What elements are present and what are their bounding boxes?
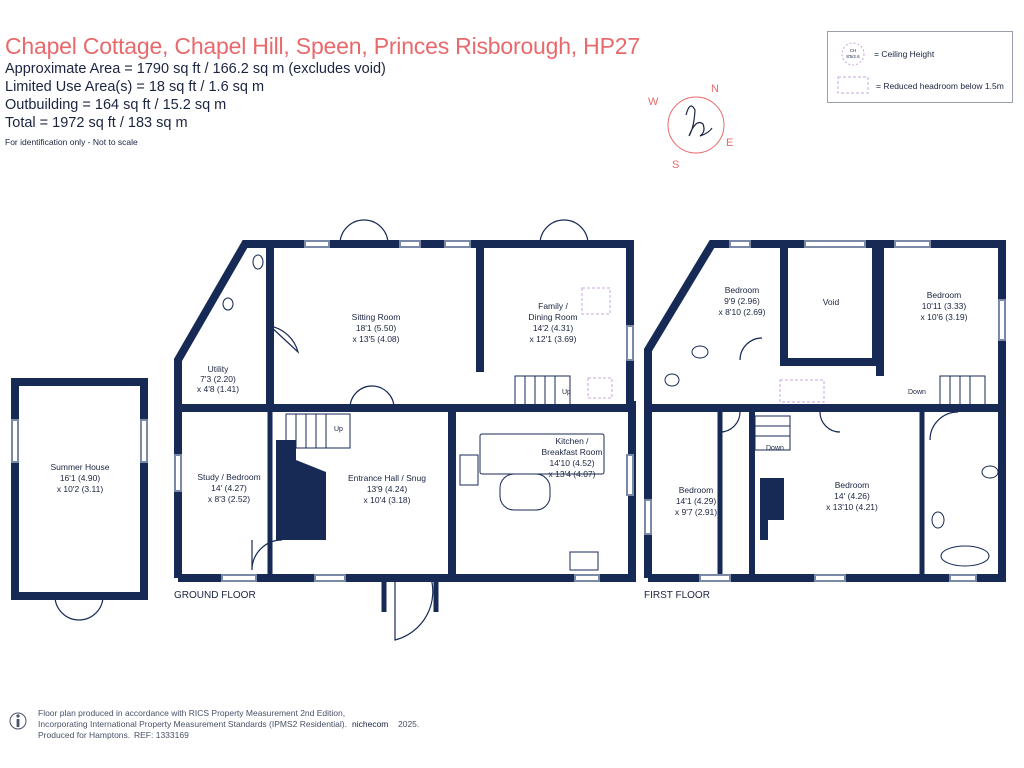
property-title: Chapel Cottage, Chapel Hill, Speen, Prin…: [5, 33, 640, 59]
stair-labels: Up Up Down Down: [334, 389, 926, 452]
legend-symbols: CH 8'5/2.6: [837, 42, 869, 94]
svg-text:Family /: Family /: [538, 301, 568, 311]
svg-text:Dining Room: Dining Room: [528, 312, 577, 322]
kitchen-label: Kitchen / Breakfast Room 14'10 (4.52) x …: [542, 436, 603, 479]
stair-up-hall: Up: [334, 426, 343, 433]
study-label: Study / Bedroom 14' (4.27) x 8'3 (2.52): [197, 472, 260, 504]
svg-text:x 8'3 (2.52): x 8'3 (2.52): [208, 494, 250, 504]
svg-text:18'1 (5.50): 18'1 (5.50): [356, 323, 397, 333]
first-floor-label: FIRST FLOOR: [644, 590, 710, 601]
utility-label: Utility 7'3 (2.20) x 4'8 (1.41): [197, 364, 239, 394]
chimney-stacks: [276, 440, 784, 540]
ground-floor-label: GROUND FLOOR: [174, 590, 256, 601]
svg-text:Bedroom: Bedroom: [927, 290, 962, 300]
stair-down-landing: Down: [766, 445, 784, 452]
svg-text:x 9'7 (2.91): x 9'7 (2.91): [675, 507, 717, 517]
void-label: Void: [823, 297, 840, 307]
svg-text:x 10'6 (3.19): x 10'6 (3.19): [921, 312, 968, 322]
svg-text:Bedroom: Bedroom: [835, 480, 870, 490]
svg-text:16'1 (4.90): 16'1 (4.90): [60, 473, 101, 483]
compass-e: E: [726, 137, 733, 149]
legend: CH 8'5/2.6 = Ceiling Height = Reduced he…: [827, 31, 1013, 103]
svg-text:x 12'1 (3.69): x 12'1 (3.69): [530, 334, 577, 344]
svg-text:14'10 (4.52): 14'10 (4.52): [549, 458, 594, 468]
svg-text:10'11 (3.33): 10'11 (3.33): [922, 301, 967, 311]
walls: [11, 240, 1006, 612]
svg-text:x 13'4 (4.07): x 13'4 (4.07): [549, 469, 596, 479]
floor-labels: GROUND FLOOR FIRST FLOOR: [174, 590, 710, 601]
compass-w: W: [648, 96, 659, 108]
identification-note: For identification only - Not to scale: [5, 137, 138, 147]
footer-line-3: Produced for Hamptons.: [38, 730, 131, 740]
stair-up-dining: Up: [562, 389, 571, 396]
ceiling-symbol-top: CH: [850, 48, 857, 53]
svg-text:x 8'10 (2.69): x 8'10 (2.69): [719, 307, 766, 317]
compass-n: N: [711, 83, 719, 95]
footer-line-2: Incorporating International Property Mea…: [38, 719, 347, 729]
svg-text:Sitting Room: Sitting Room: [352, 312, 401, 322]
room-labels: Summer House 16'1 (4.90) x 10'2 (3.11) U…: [50, 285, 967, 517]
ceiling-height-label: = Ceiling Height: [874, 49, 935, 59]
svg-text:14' (4.27): 14' (4.27): [211, 483, 247, 493]
compass-s: S: [672, 159, 679, 171]
svg-text:x 4'8 (1.41): x 4'8 (1.41): [197, 384, 239, 394]
svg-text:14'1 (4.29): 14'1 (4.29): [676, 496, 717, 506]
bedroom-small-label: Bedroom 9'9 (2.96) x 8'10 (2.69): [719, 285, 766, 317]
summer-house-label: Summer House 16'1 (4.90) x 10'2 (3.11): [50, 462, 109, 494]
entrance-hall-label: Entrance Hall / Snug 13'9 (4.24) x 10'4 …: [348, 473, 426, 505]
brand-name: nichecom: [352, 719, 389, 729]
bedroom-main-label: Bedroom 14' (4.26) x 13'10 (4.21): [826, 480, 878, 512]
approximate-area: Approximate Area = 1790 sq ft / 166.2 sq…: [5, 61, 386, 77]
svg-text:9'9 (2.96): 9'9 (2.96): [724, 296, 760, 306]
svg-text:x 10'2 (3.11): x 10'2 (3.11): [57, 484, 104, 494]
fixtures: [222, 254, 999, 571]
svg-text:Breakfast Room: Breakfast Room: [542, 447, 603, 457]
reduced-headroom-label: = Reduced headroom below 1.5m: [876, 81, 1004, 91]
ground-floor-outline: [174, 240, 636, 582]
outbuilding-area: Outbuilding = 164 sq ft / 15.2 sq m: [5, 97, 227, 113]
svg-text:Utility: Utility: [208, 364, 230, 374]
compass-logo: N E S W: [648, 83, 733, 171]
svg-text:Bedroom: Bedroom: [725, 285, 760, 295]
windows: [11, 240, 1006, 582]
ceiling-symbol-bottom: 8'5/2.6: [846, 54, 860, 59]
brand-year: 2025.: [398, 719, 420, 729]
limited-use-area: Limited Use Area(s) = 18 sq ft / 1.6 sq …: [5, 79, 265, 95]
person-icon: [9, 712, 27, 730]
svg-text:7'3 (2.20): 7'3 (2.20): [200, 374, 236, 384]
stairs: [285, 375, 986, 451]
svg-text:Kitchen /: Kitchen /: [555, 436, 589, 446]
reduced-headroom-icon: [837, 76, 869, 94]
total-area: Total = 1972 sq ft / 183 sq m: [5, 115, 188, 131]
svg-text:x 13'5 (4.08): x 13'5 (4.08): [353, 334, 400, 344]
footer-ref: REF: 1333169: [134, 730, 189, 740]
stair-down-right: Down: [908, 389, 926, 396]
svg-text:Study / Bedroom: Study / Bedroom: [197, 472, 260, 482]
svg-text:Entrance Hall / Snug: Entrance Hall / Snug: [348, 473, 426, 483]
logo-h-icon: [685, 105, 713, 137]
ceiling-height-icon: [841, 42, 865, 66]
svg-text:14' (4.26): 14' (4.26): [834, 491, 870, 501]
bedroom-right-label: Bedroom 10'11 (3.33) x 10'6 (3.19): [921, 290, 968, 322]
svg-text:Summer House: Summer House: [50, 462, 109, 472]
doors: [54, 219, 959, 641]
svg-text:13'9 (4.24): 13'9 (4.24): [367, 484, 408, 494]
svg-text:Bedroom: Bedroom: [679, 485, 714, 495]
svg-text:x 13'10 (4.21): x 13'10 (4.21): [826, 502, 878, 512]
footer-line-1: Floor plan produced in accordance with R…: [38, 708, 346, 718]
svg-text:Void: Void: [823, 297, 840, 307]
family-dining-label: Family / Dining Room 14'2 (4.31) x 12'1 …: [528, 301, 577, 344]
first-floor-outline: [644, 240, 1006, 582]
svg-text:x 10'4 (3.18): x 10'4 (3.18): [364, 495, 411, 505]
svg-text:14'2 (4.31): 14'2 (4.31): [533, 323, 574, 333]
bedroom-left-label: Bedroom 14'1 (4.29) x 9'7 (2.91): [675, 485, 717, 517]
reduced-headroom-areas: [581, 287, 825, 403]
summer-house-walls: [11, 378, 148, 600]
sitting-room-label: Sitting Room 18'1 (5.50) x 13'5 (4.08): [352, 312, 401, 344]
